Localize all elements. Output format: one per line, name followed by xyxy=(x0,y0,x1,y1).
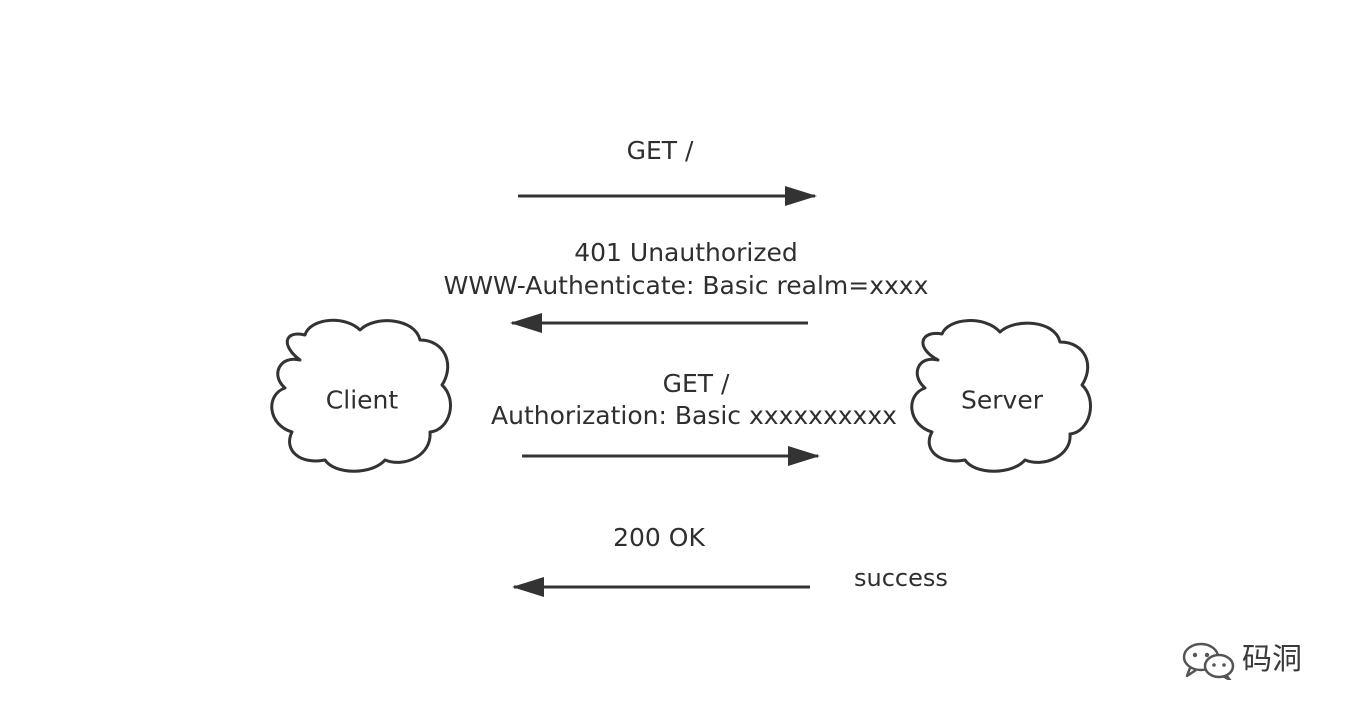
watermark-text: 码洞 xyxy=(1242,642,1302,677)
client-cloud-shape xyxy=(270,318,452,473)
wechat-icon xyxy=(1182,642,1235,680)
message-response-401-line-2: WWW-Authenticate: Basic realm=xxxx xyxy=(443,271,929,300)
server-cloud-shape xyxy=(910,319,1092,473)
watermark: 码洞 xyxy=(1180,640,1302,680)
client-label: Client xyxy=(325,385,399,415)
server-label: Server xyxy=(961,385,1043,415)
success-annotation: success xyxy=(854,564,948,592)
message-request-1-line-1: GET / xyxy=(626,136,694,165)
message-request-2-line-1: GET / xyxy=(662,369,730,398)
message-response-401-line-1: 401 Unauthorized xyxy=(574,238,798,267)
message-request-2-line-2: Authorization: Basic xxxxxxxxxx xyxy=(491,401,897,430)
message-response-200-line-1: 200 OK xyxy=(613,523,705,552)
